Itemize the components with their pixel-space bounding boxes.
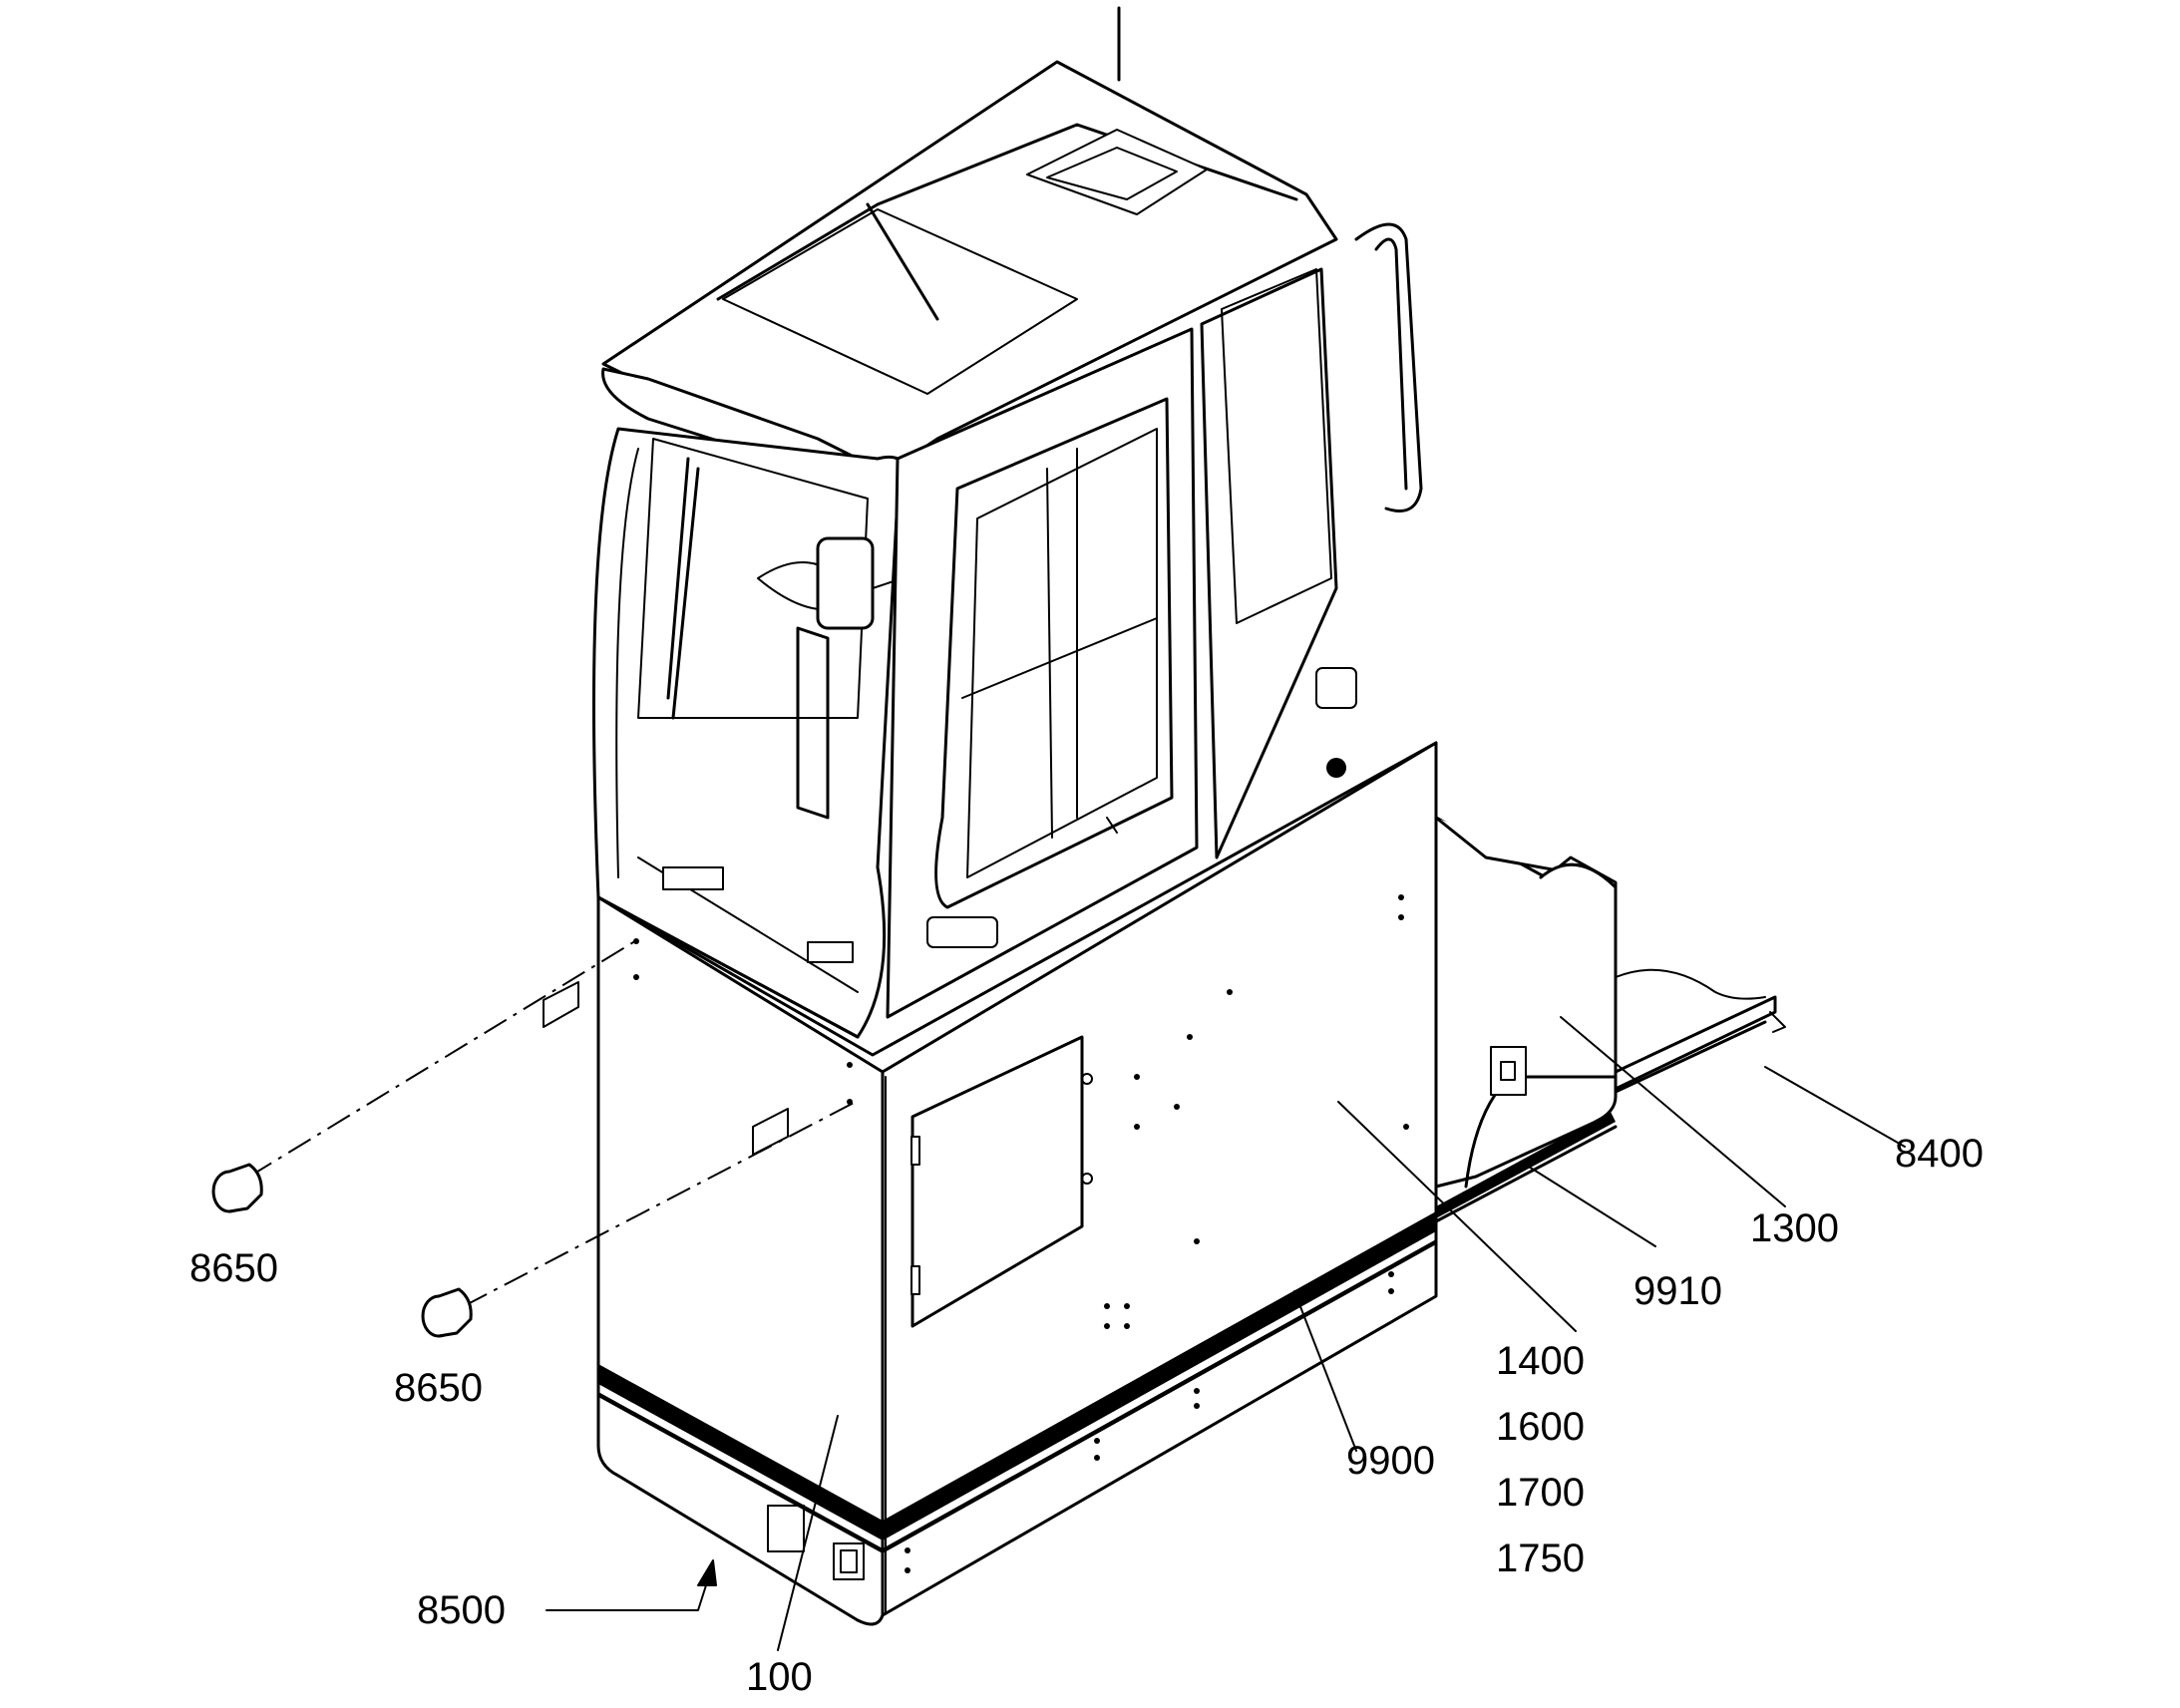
operator-cab	[592, 6, 1423, 1039]
label-1700: 1700	[1496, 1471, 1585, 1515]
label-8500: 8500	[417, 1588, 506, 1632]
label-1750: 1750	[1496, 1537, 1585, 1580]
part-labels: 8650 8650 8500 100 9900 1400 1600 1700 1…	[189, 1132, 1984, 1699]
label-8400: 8400	[1895, 1132, 1984, 1176]
label-1300: 1300	[1750, 1206, 1839, 1250]
side-extension	[1434, 816, 1786, 1223]
label-100: 100	[746, 1655, 813, 1699]
label-8650-upper: 8650	[189, 1246, 278, 1290]
label-1600: 1600	[1496, 1405, 1585, 1449]
label-9900: 9900	[1346, 1439, 1435, 1483]
plug-8650-upper	[211, 1163, 263, 1213]
label-8650-lower: 8650	[394, 1366, 483, 1410]
plugs-8650	[211, 938, 857, 1338]
base-frame	[596, 741, 1438, 1626]
plug-8650-lower	[421, 1287, 473, 1338]
label-9910: 9910	[1634, 1269, 1722, 1313]
leader-lines	[545, 1016, 1906, 1651]
label-1400: 1400	[1496, 1339, 1585, 1383]
